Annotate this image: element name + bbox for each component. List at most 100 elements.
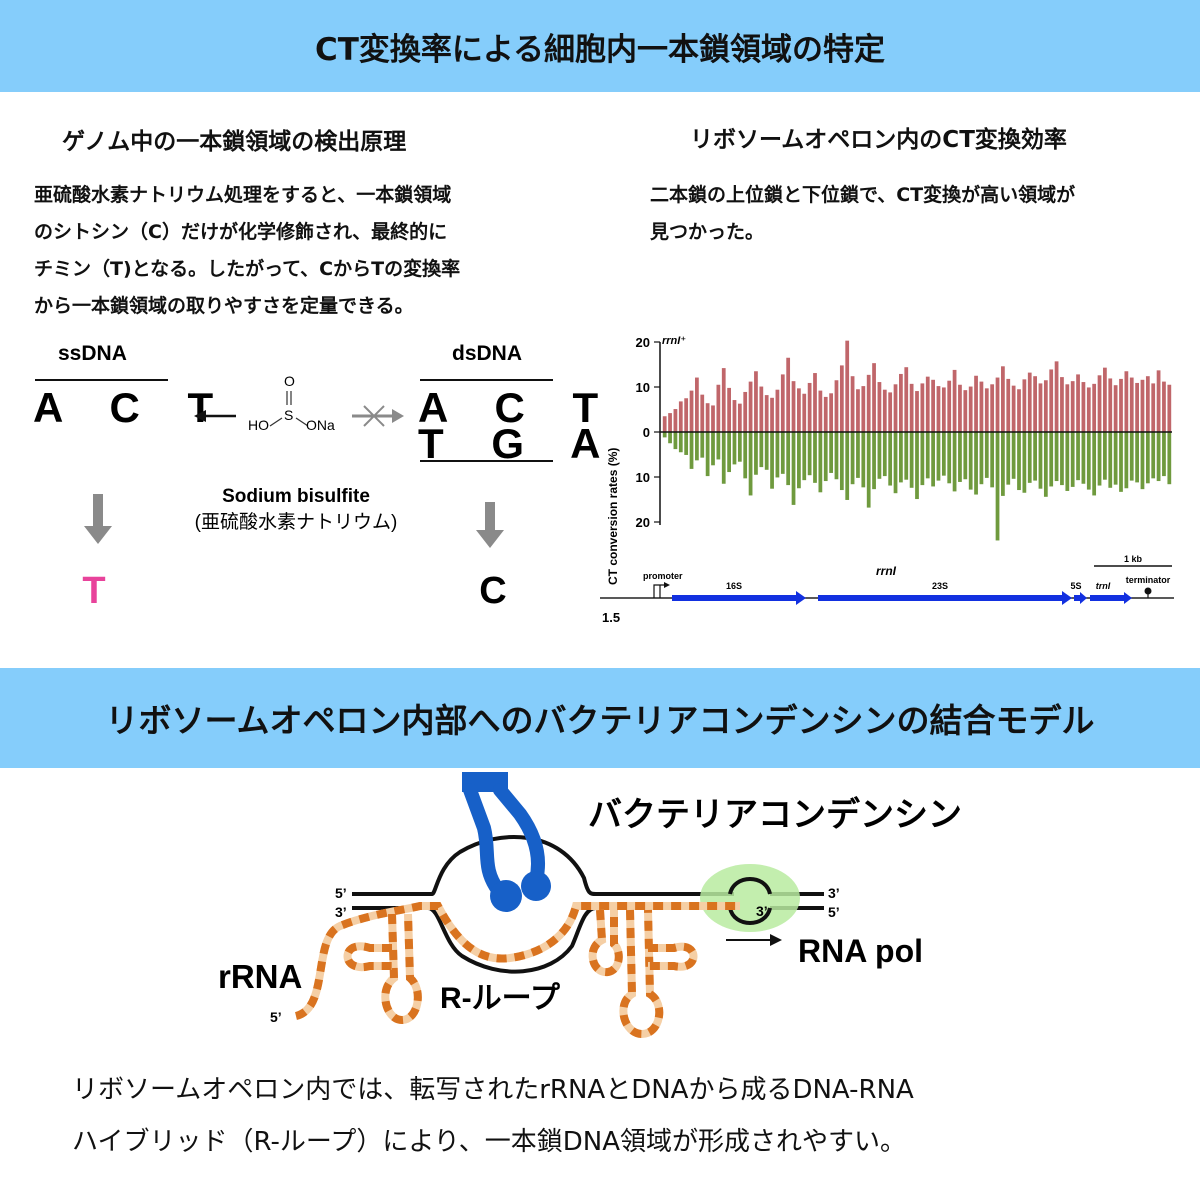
gene-trni-arrowhead xyxy=(1124,592,1132,604)
ct-bar-top-strand xyxy=(802,393,807,432)
dsdna-bottom-sequence: T G A xyxy=(418,420,600,467)
ct-bar-top-strand xyxy=(1065,384,1070,432)
ct-bar-bottom-strand xyxy=(823,432,828,482)
molecule-ho: HO xyxy=(248,417,269,433)
y-tick-label: 10 xyxy=(636,470,650,485)
ct-bar-bottom-strand xyxy=(705,432,710,477)
ct-bar-top-strand xyxy=(909,383,914,432)
strand-label-3-left: 3’ xyxy=(335,904,347,920)
ct-bar-bottom-strand xyxy=(1033,432,1037,481)
promoter-icon xyxy=(653,584,664,598)
model-caption: リボソームオペロン内では、転写されたrRNAとDNAから成るDNA-RNA ハイ… xyxy=(72,1064,1172,1168)
ct-bar-top-strand xyxy=(732,400,737,432)
ct-bar-top-strand xyxy=(1140,379,1145,432)
ct-bar-top-strand xyxy=(678,401,683,432)
ct-bar-bottom-strand xyxy=(958,432,962,482)
ct-bar-top-strand xyxy=(786,357,791,432)
ct-bar-bottom-strand xyxy=(872,432,876,490)
ct-bar-top-strand xyxy=(984,388,989,432)
ct-bar-top-strand xyxy=(899,373,903,432)
condensin-arm-left xyxy=(463,783,505,897)
molecule-o: O xyxy=(284,373,295,389)
ct-bar-bottom-strand xyxy=(818,432,823,493)
ct-bar-top-strand xyxy=(866,374,871,432)
ct-bar-bottom-strand xyxy=(791,432,796,505)
dsdna-top-sequence: A C T xyxy=(418,384,600,431)
caption-line: ハイブリッド（R-ループ）により、一本鎖DNA領域が形成されやすい。 xyxy=(72,1127,907,1157)
ct-bar-top-strand xyxy=(974,375,978,432)
ct-bar-bottom-strand xyxy=(770,432,774,489)
ct-bar-top-strand xyxy=(941,387,946,432)
ct-bar-bottom-strand xyxy=(775,432,780,478)
rna-5prime-label: 5’ xyxy=(270,1009,282,1025)
ct-bar-top-strand xyxy=(834,380,839,432)
ct-bar-top-strand xyxy=(780,374,785,432)
ct-bar-bottom-strand xyxy=(1113,432,1118,485)
plot-tag: rrnI⁺ xyxy=(662,335,686,347)
ct-bar-bottom-strand xyxy=(856,432,860,478)
ct-bar-bottom-strand xyxy=(695,432,699,461)
operon-map: 1.5 rrnI 1 kb promoter 16S 23S 5S trnI t… xyxy=(600,554,1174,625)
strand-label-5-right: 5’ xyxy=(828,904,840,920)
ct-bar-bottom-strand xyxy=(786,432,791,486)
ct-bar-bottom-strand xyxy=(1162,432,1166,477)
ct-bar-bottom-strand xyxy=(1124,432,1129,489)
ct-bar-bottom-strand xyxy=(759,432,764,468)
ct-bar-top-strand xyxy=(968,386,973,432)
ct-bar-top-strand xyxy=(990,384,995,432)
gene-5s xyxy=(1074,595,1080,601)
ct-bar-top-strand xyxy=(1038,383,1043,432)
ct-bar-top-strand xyxy=(904,367,909,432)
gene-5s-arrowhead xyxy=(1080,592,1087,604)
ct-bar-bottom-strand xyxy=(882,432,887,477)
ct-bar-bottom-strand xyxy=(716,432,721,460)
ct-bar-bottom-strand xyxy=(925,432,930,479)
pol-bubble-bottom xyxy=(728,907,772,925)
right-description: 二本鎖の上位鎖と下位鎖で、CT変換が高い領域が 見つかった。 xyxy=(650,177,1190,251)
blocked-cross xyxy=(363,405,385,427)
ct-bar-top-strand xyxy=(1001,366,1005,432)
ct-bar-bottom-strand xyxy=(813,432,817,483)
y-tick-label: 20 xyxy=(636,515,650,530)
dsdna-label: dsDNA xyxy=(452,342,522,365)
ct-bar-top-strand xyxy=(1124,371,1129,432)
ct-bar-top-strand xyxy=(1081,382,1086,432)
gene-trni xyxy=(1090,595,1124,601)
ct-bar-bottom-strand xyxy=(727,432,731,473)
blocked-arrowhead xyxy=(392,409,404,423)
ct-bar-top-strand xyxy=(931,379,935,432)
ct-bar-bottom-strand xyxy=(936,432,941,481)
ds-result-c: C xyxy=(479,570,506,612)
ct-bar-bottom-strand xyxy=(1103,432,1107,480)
ct-bar-top-strand xyxy=(1076,374,1080,432)
ct-bar-bottom-strand xyxy=(678,432,683,453)
left-description-line: から一本鎖領域の取りやすさを定量できる。 xyxy=(34,295,414,317)
ct-bar-top-strand xyxy=(711,405,715,432)
ct-bar-top-strand xyxy=(1129,377,1134,432)
ct-bar-bottom-strand xyxy=(1140,432,1145,490)
ct-bar-top-strand xyxy=(770,397,774,432)
ct-bar-bottom-strand xyxy=(850,432,855,485)
strand-label-5-left: 5’ xyxy=(335,885,347,901)
ct-bar-top-strand xyxy=(925,376,930,432)
left-description-line: のシトシン（C）だけが化学修飾され、最終的に xyxy=(34,221,448,243)
ct-bar-top-strand xyxy=(727,387,731,432)
ct-bar-top-strand xyxy=(947,380,952,432)
promoter-arrowhead xyxy=(664,582,670,588)
ct-bar-bottom-strand xyxy=(700,432,705,458)
label-5s: 5S xyxy=(1070,581,1081,591)
ct-bar-top-strand xyxy=(920,383,925,432)
gene-16s-arrowhead xyxy=(796,591,806,605)
ct-bar-top-strand xyxy=(861,386,866,432)
ct-bar-top-strand xyxy=(1119,378,1123,432)
ct-bar-top-strand xyxy=(1017,389,1021,432)
ct-bar-bottom-strand xyxy=(974,432,978,495)
ct-bar-top-strand xyxy=(915,391,919,432)
ct-bar-bottom-strand xyxy=(1129,432,1134,481)
right-description-line: 二本鎖の上位鎖と下位鎖で、CT変換が高い領域が xyxy=(650,184,1076,206)
ct-bar-top-strand xyxy=(856,389,860,432)
ct-bar-top-strand xyxy=(1103,367,1107,432)
label-23s: 23S xyxy=(932,581,948,591)
right-description-line: 見つかった。 xyxy=(650,221,765,243)
ct-bar-top-strand xyxy=(893,384,898,432)
